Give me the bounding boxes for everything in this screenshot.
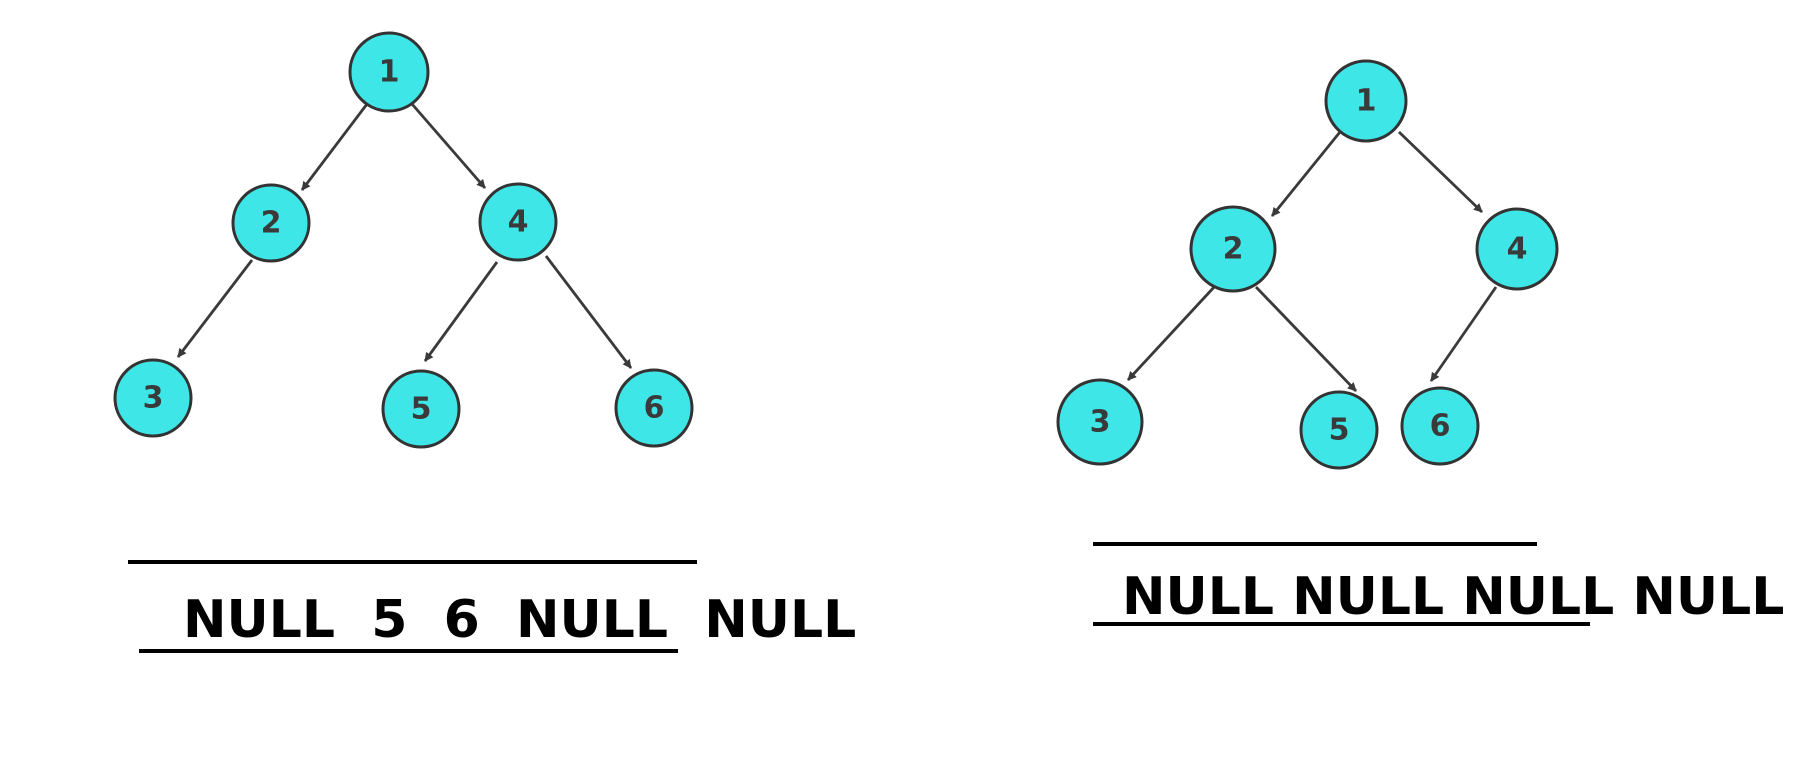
tree-node: 5 (381, 369, 461, 449)
left-queue: NULL 5 6 NULL NULL (128, 560, 856, 653)
tree-node: 2 (231, 183, 311, 263)
right-tree: 1 2 4 3 5 6 (1056, 59, 1559, 470)
node-label: 5 (411, 392, 432, 427)
queue-contents: NULL 5 6 NULL NULL (183, 590, 856, 650)
edge-1-2 (300, 103, 369, 191)
tree-node: 4 (478, 182, 558, 262)
node-label: 1 (1356, 84, 1377, 119)
tree-node: 2 (1189, 205, 1277, 293)
tree-node: 4 (1475, 207, 1559, 291)
left-tree: 1 2 4 3 5 6 (113, 31, 694, 449)
edge-2-3 (176, 259, 254, 358)
edge-1-2 (1270, 131, 1342, 217)
tree-node: 6 (1400, 386, 1480, 466)
node-label: 1 (379, 55, 400, 90)
edge-4-6 (1429, 286, 1498, 382)
edge-1-4 (410, 103, 487, 189)
edge-2-5 (1254, 286, 1358, 392)
right-tree-edges (1126, 130, 1498, 392)
node-label: 4 (508, 205, 529, 240)
edge-4-5 (423, 261, 499, 362)
node-label: 3 (143, 381, 164, 416)
left-tree-edges (176, 103, 633, 369)
node-label: 6 (644, 391, 665, 426)
node-label: 6 (1430, 409, 1451, 444)
queue-contents: NULL NULL NULL NULL (1122, 567, 1784, 627)
node-label: 4 (1507, 232, 1528, 267)
tree-node: 1 (348, 31, 430, 113)
edge-1-4 (1398, 130, 1483, 214)
tree-node: 1 (1324, 59, 1408, 143)
node-label: 2 (1223, 232, 1244, 267)
node-label: 5 (1329, 413, 1350, 448)
edge-2-3 (1126, 284, 1218, 381)
right-queue: NULL NULL NULL NULL (1093, 542, 1784, 627)
node-label: 3 (1090, 405, 1111, 440)
tree-node: 3 (1056, 378, 1144, 466)
node-label: 2 (261, 206, 282, 241)
tree-node: 3 (113, 358, 193, 438)
tree-node: 5 (1299, 390, 1379, 470)
tree-node: 6 (614, 368, 694, 448)
edge-4-6 (544, 255, 633, 369)
